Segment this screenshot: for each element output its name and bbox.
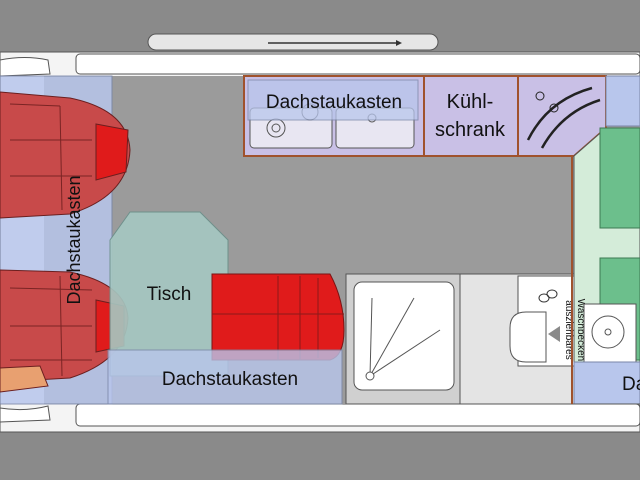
fridge-label-line1: Kühl- (447, 91, 494, 113)
roof-storage-right (573, 361, 640, 405)
tap-icon (538, 289, 558, 303)
left-mirror-bottom (0, 405, 51, 423)
shower-tray-icon (353, 281, 455, 391)
basin-label-line1: ausziehbares (563, 300, 574, 359)
roof-storage-top-label: Dachstaukasten (266, 92, 402, 113)
upper-wall (75, 53, 640, 75)
fridge-label-line2: schrank (435, 119, 506, 141)
direction-arrow-icon (268, 40, 402, 46)
cab-floor-mat (0, 365, 49, 393)
door-swing-icon (526, 86, 601, 149)
lower-wall (75, 403, 640, 427)
left-mirror-top (0, 57, 51, 77)
basin-label-line2: Waschbecken (575, 299, 586, 361)
rear-bed-mattress-top (599, 127, 640, 229)
roof-storage-bottom-label: Dachstaukasten (162, 369, 298, 390)
bench-seat (211, 273, 345, 361)
slide-arrow-icon (548, 326, 560, 342)
driver-seat (0, 91, 131, 219)
toilet-icon (509, 311, 547, 363)
roof-storage-bottom (107, 349, 343, 405)
wash-basin-icon (583, 303, 637, 363)
roof-rail (147, 33, 439, 51)
table-label: Tisch (147, 284, 192, 305)
fridge (423, 75, 519, 157)
rear-upper-cabinet (605, 75, 640, 127)
roof-storage-top (247, 79, 419, 121)
roof-storage-left-label: Dachstaukasten (64, 175, 84, 304)
roof-storage-right-label: Da (622, 374, 640, 395)
